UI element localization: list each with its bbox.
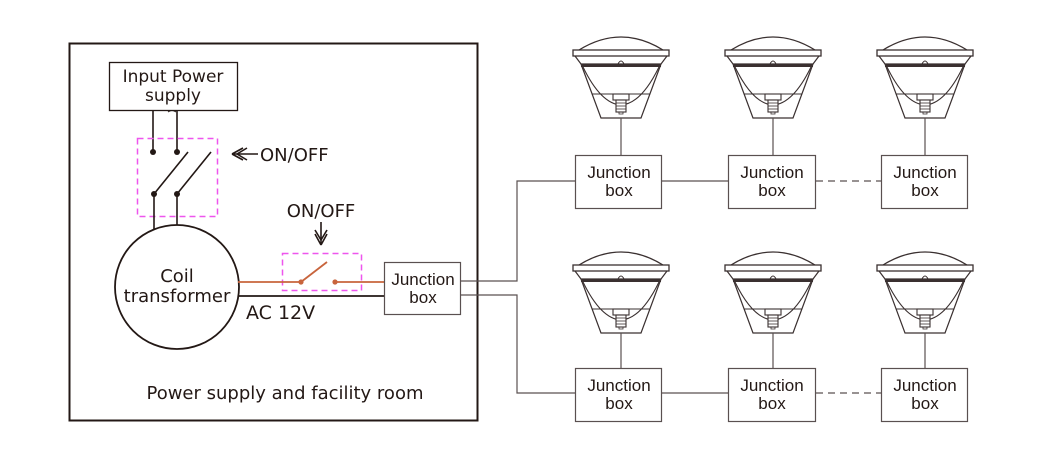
- main-switch-label: ON/OFF: [260, 145, 329, 166]
- output-voltage-label: AC 12V: [246, 302, 315, 324]
- junction-box-label: box: [605, 181, 633, 200]
- junction-box-label: Junction: [587, 376, 650, 395]
- down-arrow-icon: [314, 222, 328, 246]
- single-pole-switch-icon: [238, 261, 385, 285]
- main-junction-label-line2: box: [409, 288, 437, 307]
- junction-box: [880, 367, 969, 423]
- junction-box: [727, 154, 817, 210]
- junction-box-label: Junction: [740, 163, 803, 182]
- transformer-label-line1: Coil: [160, 266, 194, 287]
- input-power-label-line1: Input Power: [123, 67, 224, 87]
- bottom-row: Junction box Junction box Junction box: [572, 251, 974, 423]
- junction-box-label: box: [758, 394, 786, 413]
- junction-box: [880, 154, 969, 210]
- junction-box-label: box: [605, 394, 633, 413]
- secondary-switch-box: [281, 252, 363, 292]
- transformer-label-line2: transformer: [124, 286, 231, 307]
- top-row: Junction box Junction box Junction box: [572, 36, 974, 210]
- facility-room-box: [68, 42, 479, 422]
- coil-transformer: [114, 224, 240, 350]
- junction-box: [574, 367, 663, 423]
- junction-box-label: Junction: [893, 163, 956, 182]
- left-arrow-icon: [231, 147, 258, 161]
- lamp-icon: [724, 36, 822, 119]
- feed-wires: [461, 180, 575, 394]
- input-power-label-line2: supply: [145, 86, 201, 106]
- junction-box-label: Junction: [740, 376, 803, 395]
- facility-room-caption: Power supply and facility room: [146, 383, 423, 404]
- junction-box-label: box: [911, 181, 939, 200]
- junction-box-label: Junction: [893, 376, 956, 395]
- main-junction-label-line1: Junction: [391, 270, 454, 289]
- junction-box: [574, 154, 663, 210]
- main-junction-box: [383, 261, 462, 316]
- double-pole-switch-icon: [150, 149, 212, 232]
- main-switch-box: [136, 137, 219, 218]
- junction-box-label: box: [758, 181, 786, 200]
- lamp-icon: [876, 251, 974, 334]
- lamp-icon: [876, 36, 974, 119]
- junction-box-label: Junction: [587, 163, 650, 182]
- lamp-icon: [572, 36, 670, 119]
- junction-box: [727, 367, 817, 423]
- lamp-icon: [724, 251, 822, 334]
- secondary-switch-label: ON/OFF: [287, 201, 356, 222]
- lamp-icon: [572, 251, 670, 334]
- junction-box-label: box: [911, 394, 939, 413]
